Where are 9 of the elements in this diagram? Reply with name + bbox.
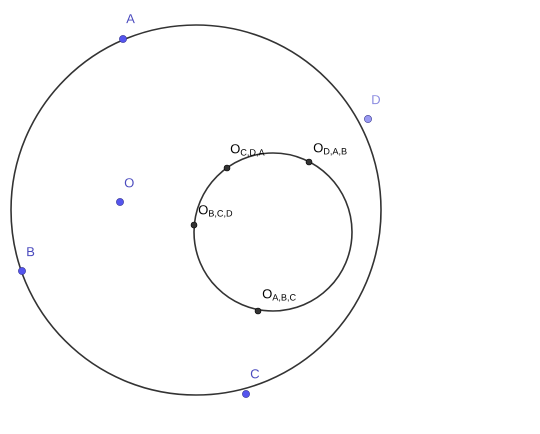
point-label: A (126, 14, 135, 24)
point-label: B (27, 247, 34, 256)
point-label: O$_{C,D,A}$ (230, 144, 265, 157)
point-label: O$_{B,C,D}$ (198, 205, 232, 218)
point-label: O (124, 178, 134, 188)
point-label: O$_{A,B,C}$ (262, 289, 296, 302)
point-label: C (250, 369, 260, 378)
point-label: D (372, 95, 380, 104)
point-label: O$_{D,A,B}$ (314, 143, 347, 156)
